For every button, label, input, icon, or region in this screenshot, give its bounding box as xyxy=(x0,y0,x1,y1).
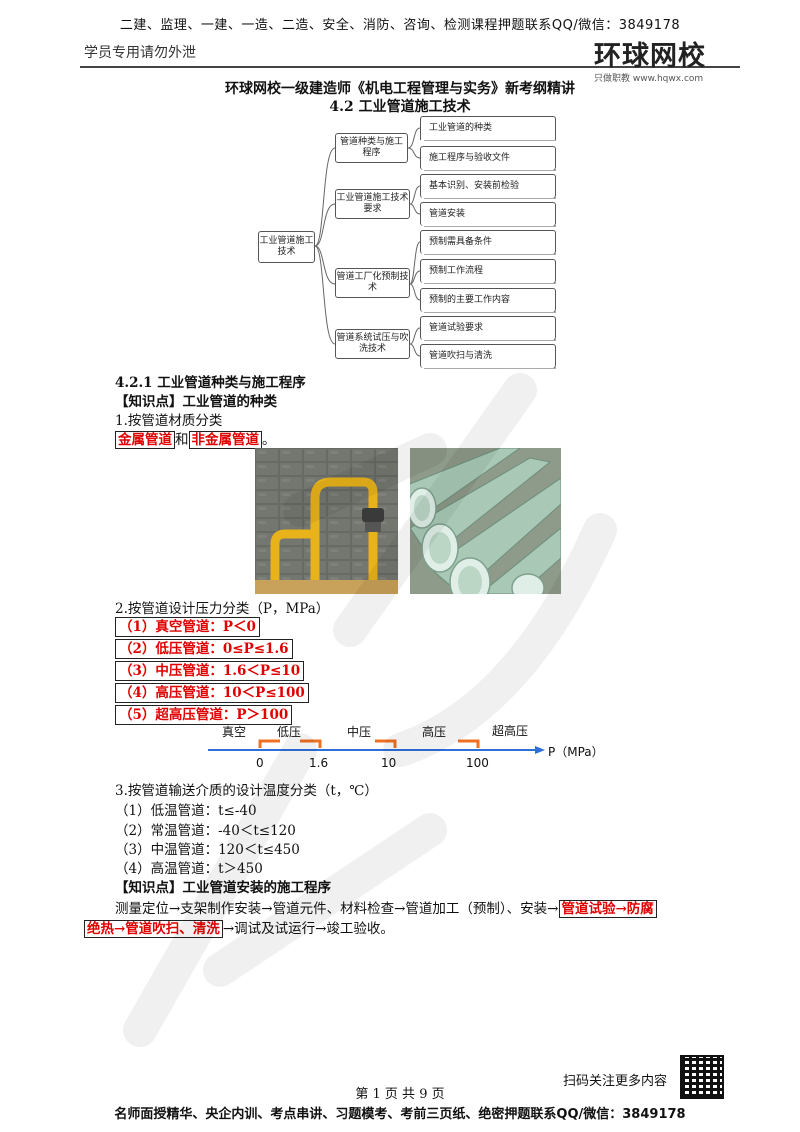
pressure-item-medium: （3）中压管道：1.6＜P≤10 xyxy=(115,661,305,681)
logo-sub-text: 只做职教 www.hqwx.com xyxy=(594,74,704,84)
procedure-line-2: 绝热→管道吹扫、清洗→调试及试运行→竣工验收。 xyxy=(84,917,744,938)
section-heading-421: 4.2.1 工业管道种类与施工程序 xyxy=(115,375,306,391)
tick-0: 0 xyxy=(256,756,264,770)
mindmap-leaf: 预制的主要工作内容 xyxy=(420,288,556,312)
procedure-highlight-1: 管道试验→防腐 xyxy=(558,900,657,918)
bracket-100 xyxy=(458,739,480,748)
bracket-1-6 xyxy=(300,739,322,748)
tick-1-6: 1.6 xyxy=(309,756,329,770)
mindmap-connectors xyxy=(314,127,556,369)
pressure-item-high: （4）高压管道：10＜P≤100 xyxy=(115,683,309,703)
pressure-item-ultra-high: （5）超高压管道：P＞100 xyxy=(115,705,293,725)
mindmap-branch-4: 管道系统试压与吹洗技术 xyxy=(335,329,410,359)
mindmap-branch-1: 管道种类与施工程序 xyxy=(335,133,408,163)
temperature-item-normal: （2）常温管道：-40＜t≤120 xyxy=(115,823,296,839)
nonmetal-pipe-term: 非金属管道 xyxy=(188,431,262,449)
scan-qr-hint: 扫码关注更多内容 xyxy=(563,1074,668,1089)
mindmap-root: 工业管道施工技术 xyxy=(258,231,315,263)
tick-10: 10 xyxy=(381,756,397,770)
temperature-item-medium: （3）中温管道：120＜t≤450 xyxy=(115,842,300,858)
pressure-item-low: （2）低压管道：0≤P≤1.6 xyxy=(115,639,293,659)
mindmap-leaf: 施工程序与验收文件 xyxy=(420,146,556,170)
pressure-item-vacuum: （1）真空管道：P＜0 xyxy=(115,617,260,637)
mindmap-leaf: 基本识别、安装前检验 xyxy=(420,174,556,198)
brand-logo: 环球网校 只做职教 www.hqwx.com xyxy=(594,34,744,84)
nonmetal-pipe-photo xyxy=(410,448,561,594)
header-confidential-text: 学员专用请勿外泄 xyxy=(84,45,196,61)
bracket-10 xyxy=(375,739,397,748)
footer-contact-text: 名师面授精华、央企内训、考点串讲、习题模考、考前三页纸、绝密押题联系QQ/微信：… xyxy=(114,1107,686,1122)
zone-vacuum: 真空 xyxy=(222,725,247,739)
procedure-part-1: 测量定位→支架制作安装→管道元件、材料检查→管道加工（预制）、安装→ xyxy=(115,901,559,917)
pressure-classification-heading: 2.按管道设计压力分类（P，MPa） xyxy=(115,601,330,617)
mindmap-leaf: 管道安装 xyxy=(420,202,556,226)
knowledge-point-procedure-heading: 【知识点】工业管道安装的施工程序 xyxy=(115,880,331,896)
temperature-item-low: （1）低温管道：t≤-40 xyxy=(115,803,257,819)
pressure-axis-arrow xyxy=(535,746,545,754)
zone-high: 高压 xyxy=(422,725,447,739)
mindmap-leaf: 工业管道的种类 xyxy=(420,116,556,140)
zone-low: 低压 xyxy=(277,725,302,739)
material-types-line: 金属管道和非金属管道。 xyxy=(115,428,276,449)
metal-pipe-term: 金属管道 xyxy=(115,431,175,449)
material-classification-heading: 1.按管道材质分类 xyxy=(115,413,223,429)
header-contact-text: 二建、监理、一建、一造、二造、安全、消防、咨询、检测课程押题联系QQ/微信：38… xyxy=(119,18,681,33)
mindmap-branch-3: 管道工厂化预制技术 xyxy=(335,268,410,298)
mindmap-leaf: 管道试验要求 xyxy=(420,316,556,340)
mindmap-leaf: 管道吹扫与清洗 xyxy=(420,344,556,368)
header-divider xyxy=(80,66,740,68)
pressure-scale-diagram xyxy=(208,739,545,754)
section-title: 4.2 工业管道施工技术 xyxy=(329,99,471,115)
mindmap-leaf: 预制工作流程 xyxy=(420,259,556,283)
knowledge-point-heading: 【知识点】工业管道的种类 xyxy=(115,394,277,410)
temperature-classification-heading: 3.按管道输送介质的设计温度分类（t，℃） xyxy=(115,783,378,799)
tick-100: 100 xyxy=(466,756,489,770)
mindmap-leaf: 预制需具备条件 xyxy=(420,230,556,254)
mindmap-branch-2: 工业管道施工技术要求 xyxy=(335,189,410,219)
procedure-line-1: 测量定位→支架制作安装→管道元件、材料检查→管道加工（预制）、安装→管道试验→防… xyxy=(115,897,745,918)
page-number: 第 1 页 共 9 页 xyxy=(355,1087,445,1102)
period-text: 。 xyxy=(262,432,276,448)
pressure-axis-label: P（MPa） xyxy=(548,745,604,759)
logo-main-text: 环球网校 xyxy=(594,41,706,72)
temperature-item-high: （4）高温管道：t＞450 xyxy=(115,861,263,877)
procedure-part-2: →调试及试运行→竣工验收。 xyxy=(222,921,394,937)
qr-code[interactable] xyxy=(680,1055,724,1099)
document-title: 环球网校一级建造师《机电工程管理与实务》新考纲精讲 xyxy=(225,81,575,97)
metal-pipe-photo xyxy=(255,448,398,594)
zone-ultra-high: 超高压 xyxy=(492,724,529,738)
zone-medium: 中压 xyxy=(347,725,372,739)
bracket-0 xyxy=(258,739,280,748)
procedure-highlight-2: 绝热→管道吹扫、清洗 xyxy=(84,920,223,938)
and-text: 和 xyxy=(175,432,189,448)
